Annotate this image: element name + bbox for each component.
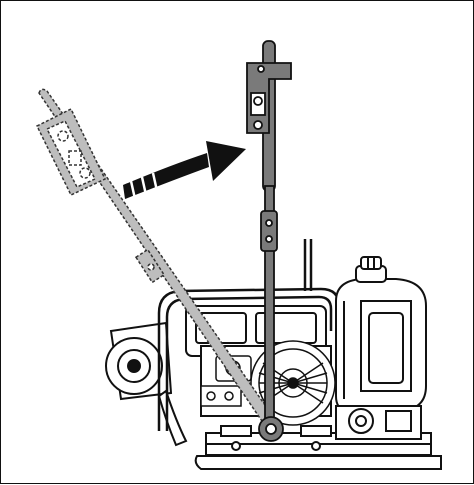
handle-upright — [246, 40, 292, 442]
lift-hook — [303, 239, 313, 291]
arrow-dashes — [129, 172, 159, 200]
transport-wheel — [105, 321, 188, 447]
handle-folded — [35, 88, 278, 429]
curved-arrow-icon — [123, 141, 246, 199]
exciter-housing — [335, 405, 422, 440]
fuel-cap — [355, 256, 387, 283]
base-plate — [194, 424, 442, 470]
fuel-tank — [335, 278, 427, 412]
